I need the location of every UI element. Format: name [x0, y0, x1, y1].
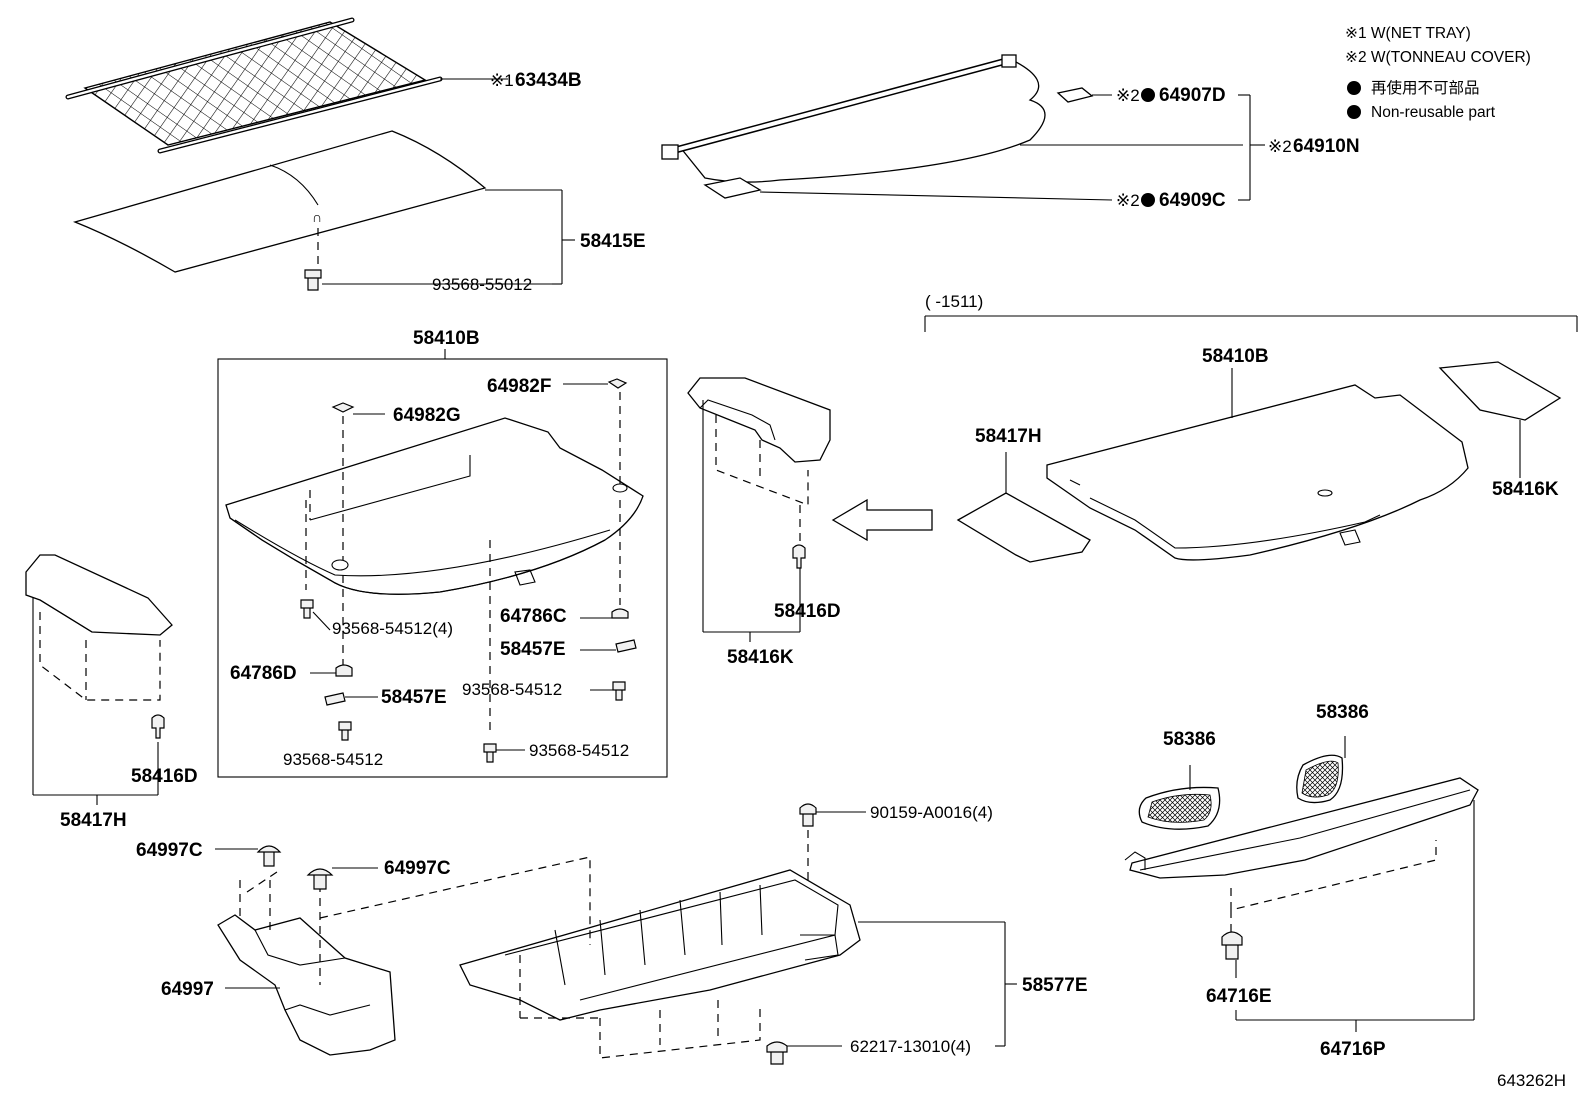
- deck-board-right-illustration: [956, 361, 1562, 563]
- part-93568-54512-a: 93568-54512: [462, 680, 562, 699]
- deck-board-illustration: [225, 378, 644, 763]
- mark-1-63434B: ※1: [490, 71, 514, 90]
- side-box-middle-illustration: [687, 377, 933, 642]
- part-64909C: 64909C: [1159, 190, 1226, 211]
- part-93568-54512-4: 93568-54512(4): [332, 619, 453, 638]
- side-tray-illustration: [215, 845, 396, 1056]
- part-58386-b: 58386: [1316, 702, 1369, 723]
- part-58415E: 58415E: [580, 231, 646, 252]
- part-64982G: 64982G: [393, 405, 461, 426]
- part-64997C-a: 64997C: [136, 840, 203, 861]
- mark-2-64909C: ※2: [1116, 191, 1140, 210]
- part-64907D: 64907D: [1159, 85, 1226, 106]
- part-58410B-right: 58410B: [1202, 346, 1269, 367]
- scuff-plate-illustration: [1124, 736, 1479, 1032]
- legend-non-reusable-en: Non-reusable part: [1371, 104, 1496, 121]
- legend-tonneau-cover: ※2 W(TONNEAU COVER): [1345, 49, 1531, 66]
- deck-mat-illustration: ∩: [72, 130, 575, 291]
- part-58457E-b: 58457E: [381, 687, 447, 708]
- bullet-icon: [1347, 81, 1361, 95]
- part-58577E: 58577E: [1022, 975, 1088, 996]
- part-58417H-left: 58417H: [60, 810, 127, 831]
- assembly-box-58410B: [217, 358, 668, 778]
- tonneau-cover-illustration: [661, 54, 1265, 201]
- clip-mark: ∩: [312, 209, 322, 225]
- part-58416D-left: 58416D: [131, 766, 198, 787]
- legend-net-tray: ※1 W(NET TRAY): [1345, 25, 1471, 42]
- range-bracket: ( -1511): [924, 292, 1578, 332]
- part-64716E: 64716E: [1206, 986, 1272, 1007]
- part-93568-54512-c: 93568-54512: [529, 741, 629, 760]
- bullet-icon: [1347, 105, 1361, 119]
- part-64786C: 64786C: [500, 606, 567, 627]
- net-tray-illustration: [65, 17, 508, 154]
- part-58416K-mid: 58416K: [727, 647, 794, 668]
- part-64786D: 64786D: [230, 663, 297, 684]
- luggage-tray-illustration: [246, 803, 1017, 1065]
- part-64910N: 64910N: [1293, 136, 1360, 157]
- side-box-left-illustration: [25, 554, 173, 805]
- part-64997: 64997: [161, 979, 214, 1000]
- range-label: ( -1511): [925, 292, 983, 311]
- mark-2-64910N: ※2: [1268, 137, 1292, 156]
- legend: ※1 W(NET TRAY) ※2 W(TONNEAU COVER) 再使用不可…: [1345, 25, 1531, 121]
- non-reusable-bullet-icon: [1141, 88, 1155, 102]
- part-64997C-b: 64997C: [384, 858, 451, 879]
- legend-non-reusable-ja: 再使用不可部品: [1371, 79, 1480, 97]
- part-64716P: 64716P: [1320, 1039, 1386, 1060]
- part-90159-A0016-4: 90159-A0016(4): [870, 803, 993, 822]
- part-63434B: 63434B: [515, 70, 582, 91]
- part-58457E-a: 58457E: [500, 639, 566, 660]
- part-58386-a: 58386: [1163, 729, 1216, 750]
- part-58417H-right: 58417H: [975, 426, 1042, 447]
- figure-id: 643262H: [1497, 1071, 1566, 1090]
- part-58416D-mid: 58416D: [774, 601, 841, 622]
- part-93568-54512-b: 93568-54512: [283, 750, 383, 769]
- part-64982F: 64982F: [487, 376, 551, 397]
- part-58410B-left: 58410B: [413, 328, 480, 349]
- part-93568-55012: 93568-55012: [432, 275, 532, 294]
- mark-2-64907D: ※2: [1116, 86, 1140, 105]
- part-58416K-right: 58416K: [1492, 479, 1559, 500]
- part-62217-13010-4: 62217-13010(4): [850, 1037, 971, 1056]
- non-reusable-bullet-icon: [1141, 193, 1155, 207]
